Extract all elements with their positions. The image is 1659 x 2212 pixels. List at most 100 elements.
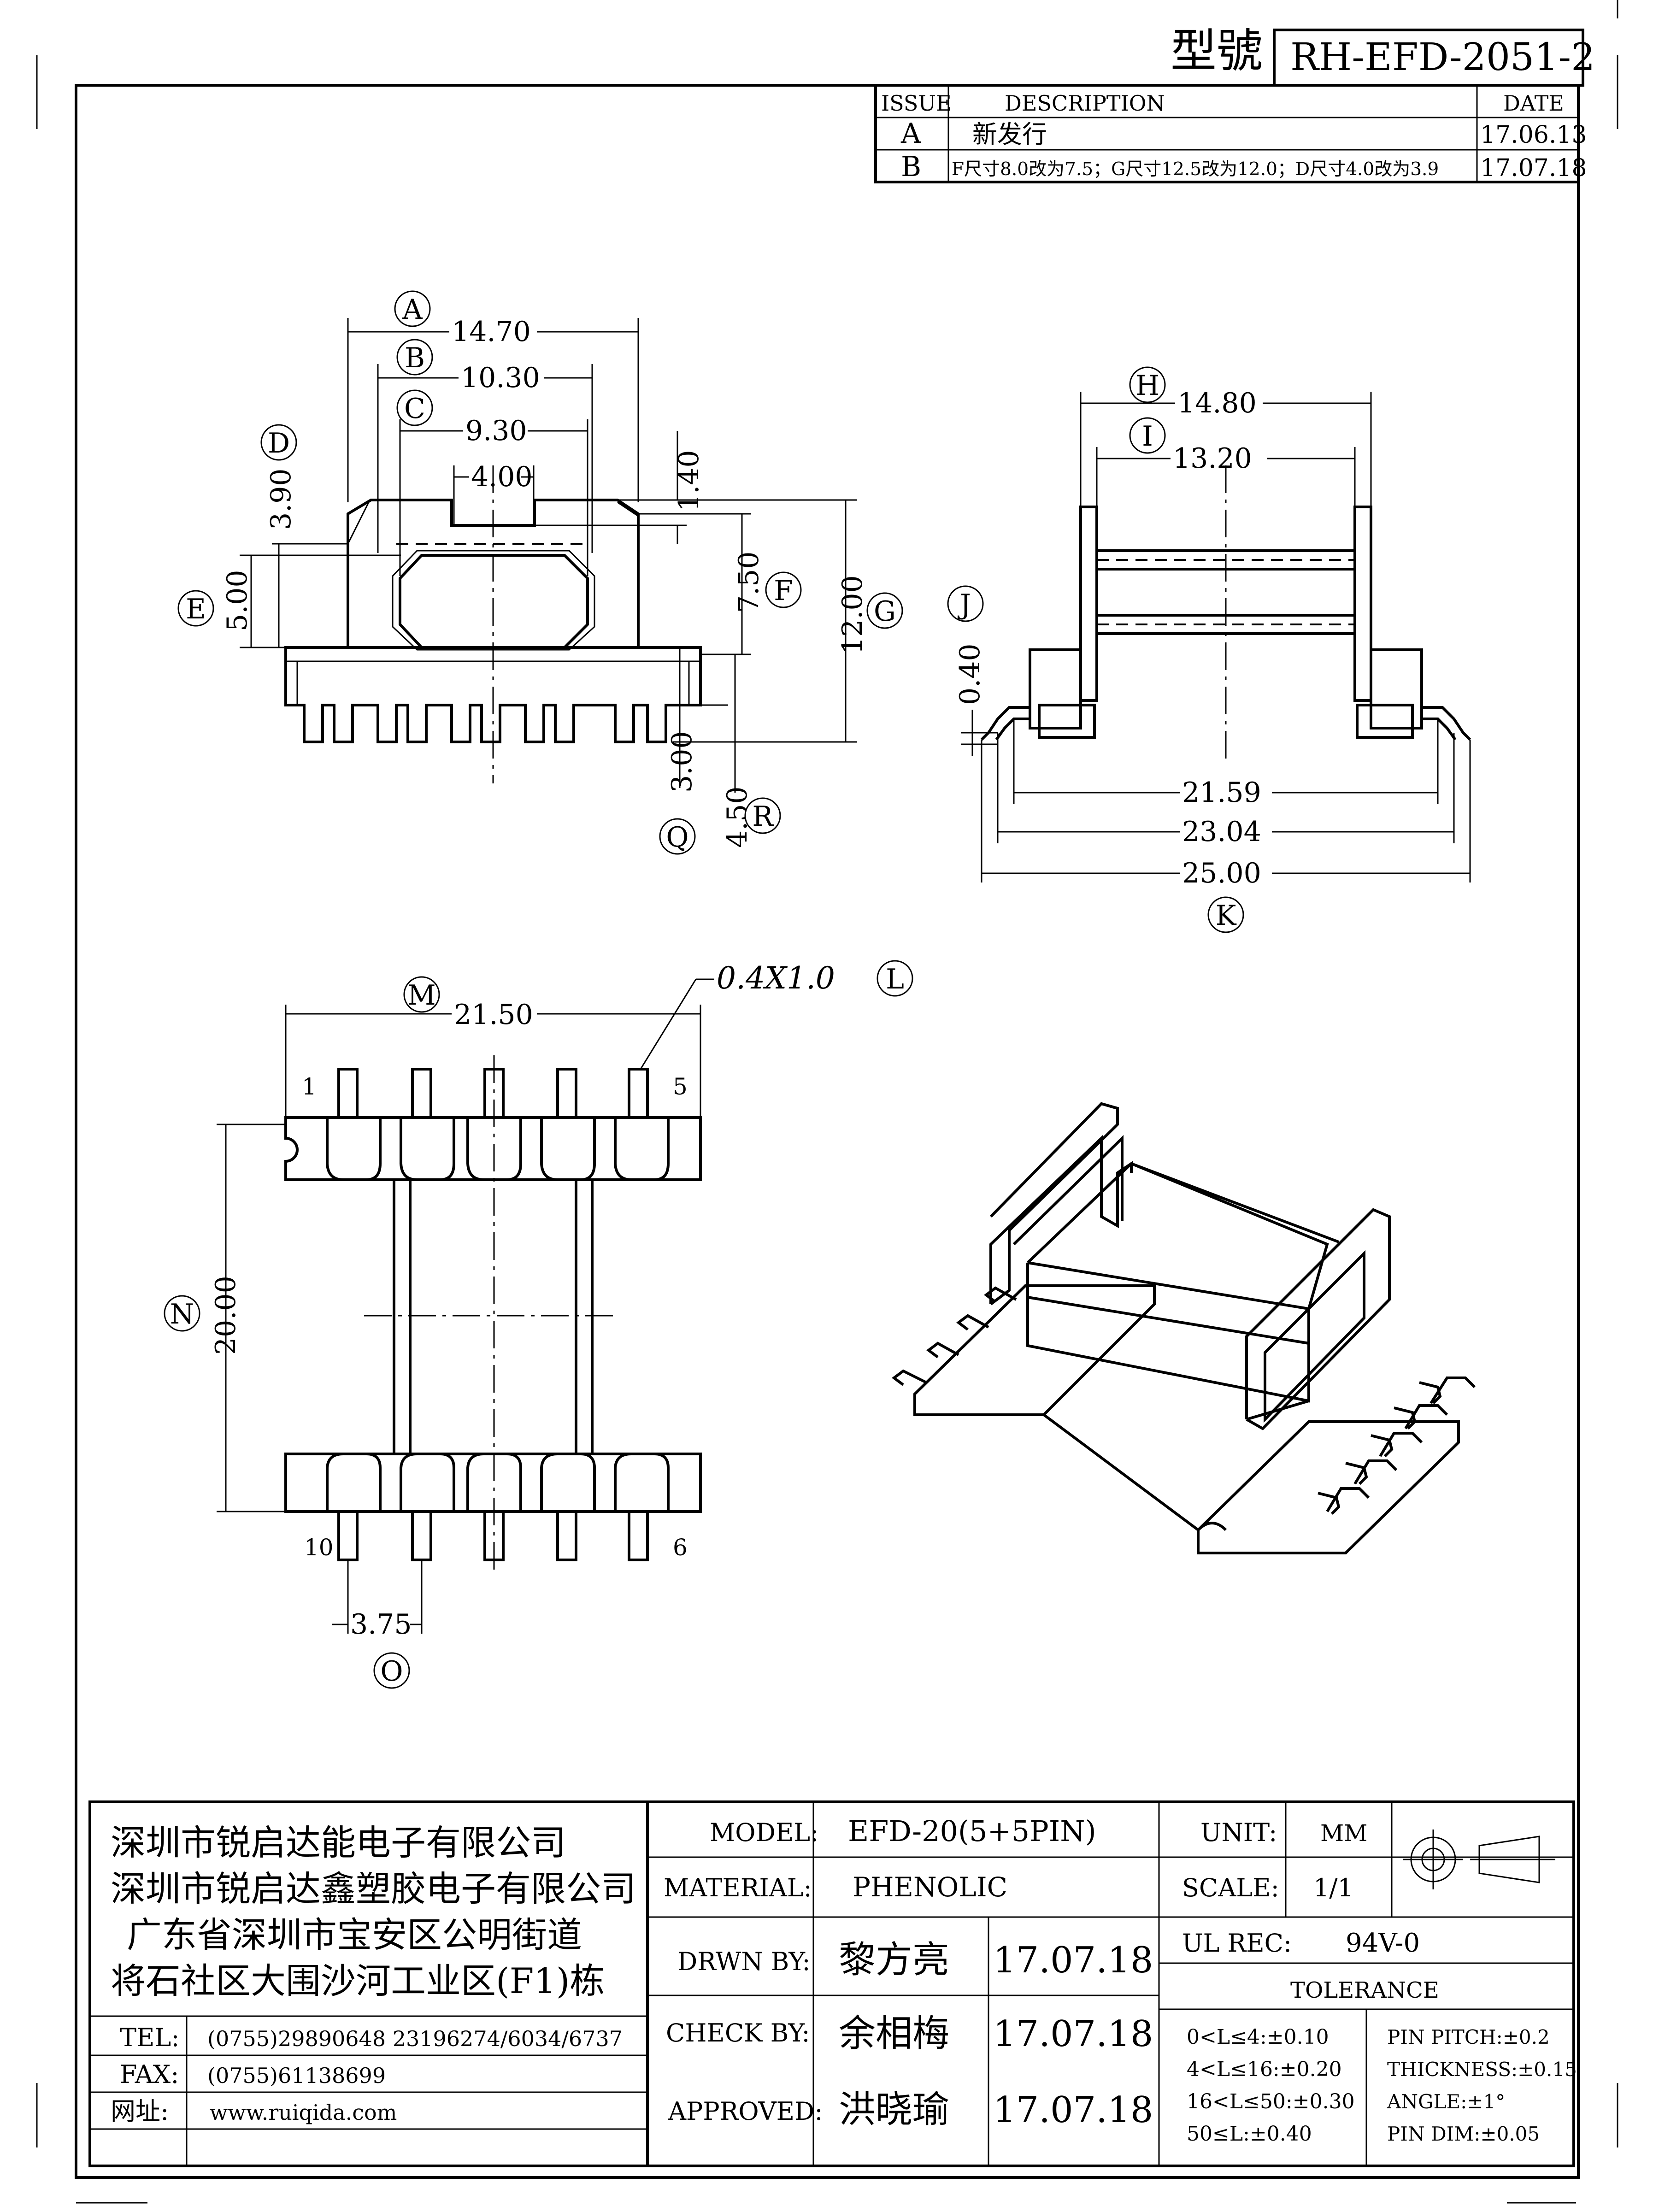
dim-m-value: 21.50 — [454, 999, 533, 1031]
revision-table: ISSUE DESCRIPTION DATE A 新发行 17.06.13 B … — [874, 84, 1587, 183]
balloon-i-label: I — [1142, 420, 1153, 453]
balloon-c-label: C — [404, 393, 425, 425]
model-code: RH-EFD-2051-2 — [1290, 35, 1595, 79]
dim-21-59-value: 21.59 — [1182, 777, 1261, 809]
balloon-d-label: D — [268, 427, 290, 459]
check-date: 17.07.18 — [993, 2013, 1153, 2055]
check-name: 余相梅 — [839, 2012, 949, 2055]
balloon-j — [947, 585, 984, 622]
dim-g-value: 12.00 — [836, 575, 869, 654]
company-line-2: 深圳市锐启达鑫塑胶电子有限公司 — [111, 1868, 636, 1909]
isometric-view — [892, 1102, 1476, 1554]
dim-k-value: 25.00 — [1182, 857, 1261, 889]
balloon-r-label: R — [752, 800, 774, 833]
dim-l-value: 0.4X1.0 — [717, 960, 835, 996]
drawn-date: 17.07.18 — [993, 1940, 1153, 1981]
approved-label: APPROVED: — [668, 2097, 823, 2126]
rev-col-description: DESCRIPTION — [1005, 91, 1165, 116]
pin-10: 10 — [304, 1534, 334, 1561]
corner-marks — [36, 0, 1618, 2204]
balloon-g — [866, 592, 903, 629]
balloon-m-label: M — [407, 979, 435, 1012]
rev-a-date: 17.06.13 — [1480, 121, 1587, 149]
dim-j-value: 0.40 — [954, 643, 986, 705]
pin-5: 5 — [673, 1073, 688, 1100]
ul-label: UL REC: — [1182, 1929, 1292, 1958]
web-value: www.ruiqida.com — [210, 2100, 397, 2125]
dim-1-40-value: 1.40 — [673, 450, 705, 512]
pin-1: 1 — [302, 1073, 317, 1100]
ul-value: 94V-0 — [1346, 1928, 1420, 1958]
balloon-e — [177, 590, 214, 627]
balloon-b — [396, 339, 433, 376]
tol-right-1: PIN PITCH:±0.2 — [1387, 2026, 1550, 2048]
pin-6: 6 — [673, 1534, 688, 1561]
check-label: CHECK BY: — [666, 2018, 810, 2047]
scale-value: 1/1 — [1313, 1873, 1353, 1902]
dim-f-value: 7.50 — [733, 551, 765, 613]
rev-b-issue: B — [901, 151, 921, 183]
balloon-c — [396, 389, 433, 426]
company-line-4: 将石社区大围沙河工业区(F1)栋 — [111, 1960, 605, 2001]
side-view: 14.80 H 13.20 I 0.40 J 21.59 23.04 — [947, 366, 1471, 933]
dim-i-value: 13.20 — [1173, 442, 1252, 475]
balloon-i — [1129, 417, 1166, 454]
model-header: 型號 RH-EFD-2051-2 — [1171, 24, 1595, 87]
tol-right-3: ANGLE:±1° — [1387, 2090, 1505, 2113]
tel-label: TEL: — [120, 2023, 180, 2052]
balloon-a — [394, 290, 431, 327]
tol-left-3: 16<L≤50:±0.30 — [1187, 2090, 1355, 2113]
balloon-b-label: B — [405, 342, 425, 374]
approved-name: 洪晓瑜 — [839, 2088, 949, 2131]
balloon-q — [659, 818, 696, 855]
web-label: 网址: — [111, 2097, 169, 2126]
rev-a-description: 新发行 — [972, 120, 1047, 149]
projection-symbol-icon — [1403, 1830, 1555, 1889]
dim-4-value: 4.00 — [471, 461, 533, 493]
balloon-h — [1129, 366, 1166, 403]
material-label: MATERIAL: — [664, 1873, 812, 1902]
dim-a-value: 14.70 — [452, 316, 531, 348]
rev-b-description: F尺寸8.0改为7.5；G尺寸12.5改为12.0；D尺寸4.0改为3.9 — [952, 159, 1439, 180]
balloon-h-label: H — [1135, 370, 1159, 402]
balloon-f — [765, 571, 802, 608]
tel-value: (0755)29890648 23196274/6034/6737 — [207, 2026, 623, 2051]
model-header-label: 型號 — [1171, 24, 1263, 78]
tol-right-4: PIN DIM:±0.05 — [1387, 2123, 1540, 2145]
dim-e-value: 5.00 — [221, 570, 253, 631]
tolerance-label: TOLERANCE — [1290, 1977, 1439, 2003]
unit-label: UNIT: — [1200, 1818, 1277, 1847]
company-line-3: 广东省深圳市宝安区公明街道 — [127, 1914, 582, 1955]
balloon-q-label: Q — [666, 821, 688, 853]
balloon-f-label: F — [774, 575, 793, 607]
material-value: PHENOLIC — [853, 1871, 1007, 1903]
bottom-view: 1 5 10 6 0.4X1.0 L 21.50 M 20.00 N 3.75 … — [164, 960, 913, 1689]
rev-col-issue: ISSUE — [881, 91, 952, 116]
fax-value: (0755)61138699 — [207, 2063, 386, 2088]
rev-a-issue: A — [900, 118, 921, 150]
balloon-m — [403, 976, 440, 1013]
dim-o-value: 3.75 — [350, 1608, 412, 1641]
fax-label: FAX: — [120, 2060, 179, 2089]
tol-right-2: THICKNESS:±0.15 — [1387, 2058, 1577, 2081]
balloon-k — [1207, 896, 1244, 933]
unit-value: MM — [1320, 1820, 1367, 1847]
balloon-e-label: E — [186, 593, 206, 625]
balloon-d — [260, 424, 297, 461]
scale-label: SCALE: — [1182, 1873, 1279, 1902]
company-line-1: 深圳市锐启达能电子有限公司 — [111, 1822, 566, 1863]
dim-23-04-value: 23.04 — [1182, 816, 1261, 848]
dim-h-value: 14.80 — [1177, 387, 1257, 419]
tol-left-4: 50≤L:±0.40 — [1187, 2122, 1312, 2146]
balloon-a-label: A — [402, 294, 423, 326]
dim-d-value: 3.90 — [265, 468, 297, 530]
dim-n-value: 20.00 — [210, 1276, 242, 1355]
tol-left-2: 4<L≤16:±0.20 — [1187, 2058, 1342, 2081]
balloon-o — [373, 1652, 410, 1689]
drawn-name: 黎方亮 — [839, 1938, 949, 1981]
rev-col-date: DATE — [1503, 91, 1564, 116]
balloon-n-label: N — [170, 1298, 194, 1330]
front-view: 14.70 A 10.30 B 9.30 C 4.00 3.90 D — [177, 290, 903, 855]
balloon-g-label: G — [874, 595, 896, 628]
